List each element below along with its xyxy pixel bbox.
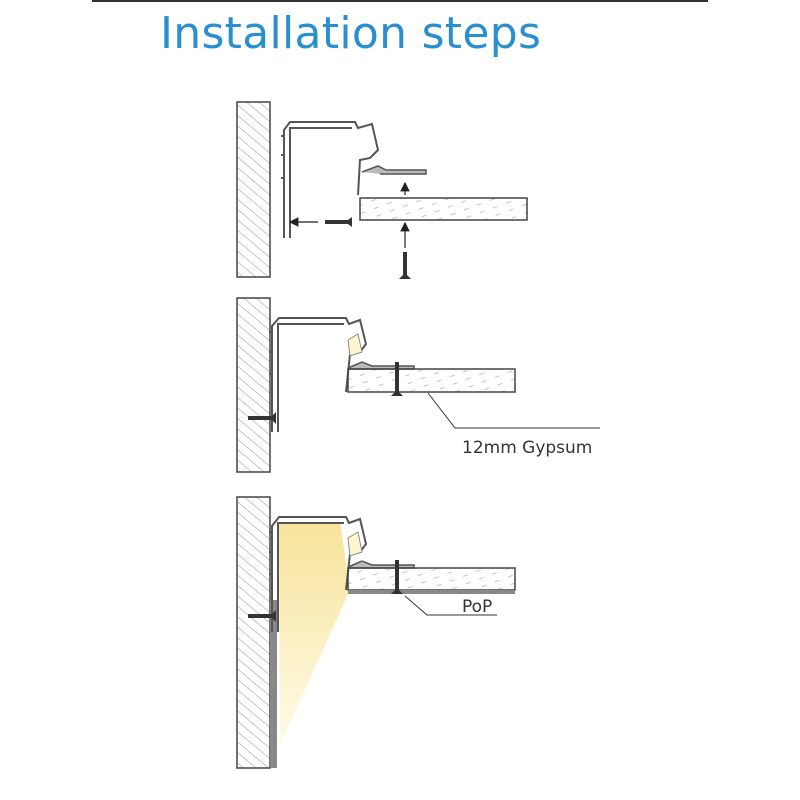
screw-vertical bbox=[399, 252, 411, 279]
light-beam bbox=[279, 522, 350, 745]
wall bbox=[236, 496, 271, 769]
step-2-diagram: 12mm Gypsum bbox=[236, 297, 600, 473]
top-divider bbox=[92, 0, 708, 2]
screw-vertical bbox=[391, 560, 403, 594]
aluminium-profile bbox=[283, 121, 380, 238]
gypsum-label: 12mm Gypsum bbox=[462, 438, 592, 458]
screw-vertical bbox=[391, 362, 403, 396]
step-3-diagram: PoP bbox=[236, 496, 516, 769]
step-1-diagram bbox=[236, 101, 528, 279]
wall bbox=[236, 297, 271, 473]
pop-leader-line bbox=[404, 595, 497, 616]
pop-layer bbox=[348, 590, 515, 594]
screw-horizontal bbox=[248, 610, 276, 622]
gypsum-board bbox=[347, 368, 516, 393]
page-title: Installation steps bbox=[160, 8, 542, 59]
screw-horizontal bbox=[248, 412, 276, 424]
pop-finish-wall bbox=[270, 600, 277, 768]
gypsum-board bbox=[359, 197, 528, 221]
pop-label: PoP bbox=[462, 597, 492, 617]
wall bbox=[236, 101, 271, 278]
gypsum-leader-line bbox=[427, 392, 600, 429]
screw-horizontal bbox=[325, 217, 352, 227]
gypsum-board bbox=[347, 567, 516, 591]
